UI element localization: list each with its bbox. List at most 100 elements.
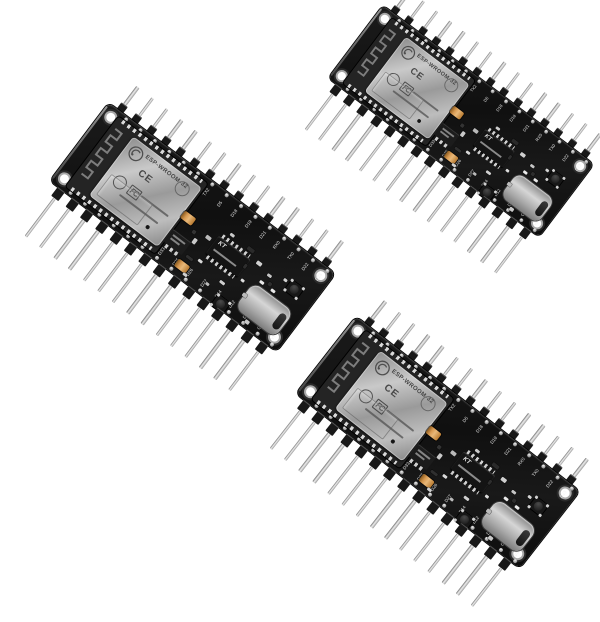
header-pin bbox=[267, 399, 311, 452]
chip-marking-line bbox=[457, 464, 482, 483]
tantalum-capacitor bbox=[425, 425, 442, 442]
smd-component bbox=[204, 234, 213, 242]
smd-component bbox=[242, 263, 248, 270]
usb-solder-pad bbox=[270, 288, 276, 294]
smd-component bbox=[191, 229, 197, 235]
pin-label: D5 bbox=[215, 199, 224, 208]
smd-component bbox=[436, 444, 442, 451]
usb-serial-chip: KT bbox=[205, 235, 251, 278]
pin1-marker-dot bbox=[416, 118, 422, 124]
metal-shield: ESP-WROOM-32 CE FC bbox=[364, 36, 470, 140]
smd-component bbox=[255, 260, 263, 267]
smd-component bbox=[487, 479, 493, 486]
usb-c-opening bbox=[514, 528, 532, 548]
smd-component bbox=[459, 122, 465, 129]
smd-component bbox=[441, 473, 448, 480]
pin-label: D22 bbox=[300, 261, 310, 272]
metal-shield: ESP-WROOM-32 CE FC bbox=[334, 350, 449, 462]
esp-module: ESP-WROOM-32 CE FC bbox=[311, 330, 454, 469]
smd-component bbox=[266, 272, 273, 279]
espressif-logo-icon bbox=[374, 360, 390, 376]
usb-c-opening bbox=[270, 311, 289, 332]
product-photo-scene: 3V3GNDD15D2D4RX2TX2D5D18D19D21RX0TX0D22D… bbox=[0, 0, 600, 600]
ce-mark: CE bbox=[407, 65, 426, 84]
metal-shield: ESP-WROOM-32 CE FC bbox=[88, 136, 203, 248]
header-pin bbox=[277, 206, 301, 235]
ce-mark: CE bbox=[135, 167, 155, 187]
pin-label: TX0 bbox=[547, 143, 557, 153]
smd-component bbox=[218, 279, 226, 286]
header-pin bbox=[580, 132, 600, 159]
smd-component bbox=[229, 232, 236, 238]
pin-label: D18 bbox=[495, 103, 504, 113]
pin-label: D19 bbox=[489, 435, 499, 445]
pin1-marker-dot bbox=[144, 224, 151, 230]
pin-label: D21 bbox=[503, 446, 513, 456]
smd-component bbox=[430, 469, 439, 477]
pin-label: RX0 bbox=[272, 240, 282, 251]
smd-component bbox=[436, 452, 443, 461]
smd-component bbox=[465, 150, 471, 156]
pin-label: D18 bbox=[229, 208, 239, 219]
pin-label: D5 bbox=[482, 95, 490, 103]
smd-component bbox=[463, 495, 470, 502]
pin-label: D22 bbox=[544, 478, 554, 489]
pcb-antenna bbox=[327, 341, 370, 394]
pin1-marker-dot bbox=[390, 438, 396, 445]
smd-component bbox=[507, 154, 513, 161]
pin-label: D5 bbox=[461, 415, 469, 424]
smd-component bbox=[474, 448, 481, 454]
esp32-dev-board-1: 3V3GNDD15D2D4RX2TX2D5D18D19D21RX0TX0D22D… bbox=[6, 74, 360, 406]
tantalum-capacitor bbox=[179, 210, 197, 227]
smd-component bbox=[530, 171, 536, 177]
smd-component bbox=[472, 127, 479, 135]
smd-component bbox=[185, 254, 194, 262]
button-cap bbox=[287, 283, 301, 296]
smd-component bbox=[527, 494, 533, 500]
tantalum-capacitor bbox=[449, 105, 465, 120]
smd-component bbox=[240, 278, 246, 283]
pcb: 3V3GNDD15D2D4RX2TX2D5D18D19D21RX0TX0D22D… bbox=[328, 5, 594, 237]
esp-module: ESP-WROOM-32 CE FC bbox=[342, 17, 476, 146]
espressif-logo-icon bbox=[128, 146, 144, 162]
ce-mark: CE bbox=[381, 382, 401, 401]
pin-label: D18 bbox=[475, 424, 485, 435]
button-cap bbox=[549, 173, 562, 185]
espressif-logo-icon bbox=[401, 45, 416, 60]
pcb: 3V3GNDD15D2D4RX2TX2D5D18D19D21RX0TX0D22D… bbox=[49, 102, 336, 352]
button-cap bbox=[531, 499, 545, 513]
chip-marking: KT bbox=[483, 133, 493, 143]
pin-label: D19 bbox=[243, 219, 253, 229]
header-pin bbox=[131, 96, 155, 125]
smd-component bbox=[267, 281, 273, 287]
pin-label: RX0 bbox=[534, 133, 544, 143]
header-pin bbox=[302, 83, 343, 133]
smd-component bbox=[197, 258, 204, 264]
pcb: 3V3GNDD15D2D4RX2TX2D5D18D19D21RX0TX0D22D… bbox=[295, 316, 580, 569]
pin-label: RX0 bbox=[516, 456, 527, 467]
pin-label: D21 bbox=[257, 229, 267, 240]
header-pin bbox=[22, 186, 65, 240]
pin-label: D21 bbox=[521, 123, 531, 133]
smd-component bbox=[484, 494, 490, 499]
smd-component bbox=[529, 163, 536, 169]
usb-solder-pad bbox=[522, 169, 528, 176]
header-pin bbox=[565, 456, 591, 486]
chip-marking: KT bbox=[216, 240, 227, 251]
pin-label: TX0 bbox=[286, 251, 296, 261]
chip-marking-line bbox=[212, 248, 237, 267]
smd-component bbox=[454, 146, 462, 154]
smd-component bbox=[510, 489, 517, 495]
smd-component bbox=[485, 169, 492, 176]
usb-solder-pad bbox=[503, 496, 509, 502]
header-pin bbox=[321, 239, 345, 268]
esp32-dev-board-3: 3V3GNDD15D2D4RX2TX2D5D18D19D21RX0TX0D22D… bbox=[251, 288, 600, 622]
smd-component bbox=[519, 151, 527, 159]
pin-label: D19 bbox=[508, 113, 517, 123]
usb-c-opening bbox=[533, 199, 550, 218]
smd-component bbox=[459, 130, 466, 138]
pcb-antenna bbox=[80, 128, 124, 180]
pin-label: TX0 bbox=[530, 467, 540, 478]
smd-component bbox=[544, 168, 550, 173]
usb-serial-chip: KT bbox=[472, 128, 516, 168]
